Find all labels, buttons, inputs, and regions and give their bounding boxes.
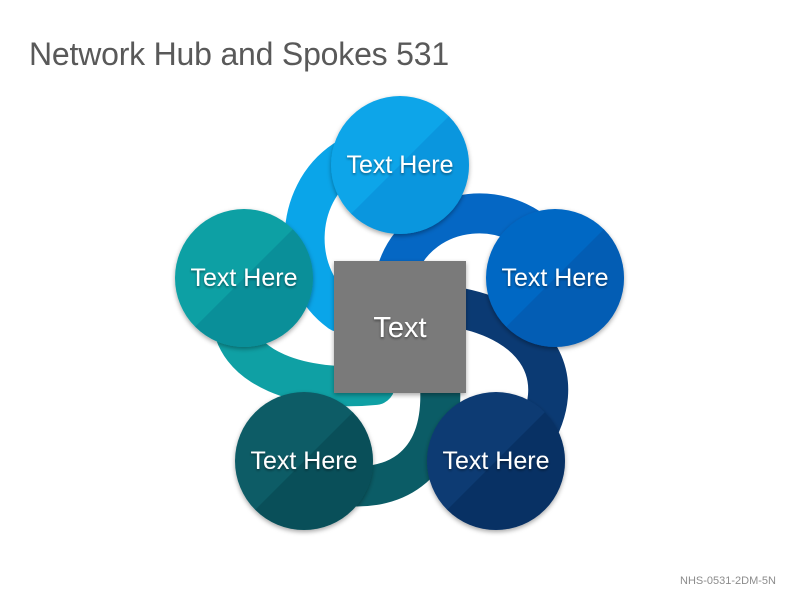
node-label-left: Text Here: [191, 264, 298, 292]
node-label-bottom-right: Text Here: [443, 447, 550, 475]
hub-box: [334, 261, 466, 393]
node-label-top: Text Here: [347, 151, 454, 179]
hub[interactable]: Text: [334, 261, 466, 393]
node-bottom-left[interactable]: Text Here: [235, 392, 374, 531]
node-left[interactable]: Text Here: [175, 209, 314, 348]
node-right[interactable]: Text Here: [486, 209, 625, 348]
node-top[interactable]: Text Here: [331, 96, 470, 235]
product-code: NHS-0531-2DM-5N: [680, 575, 776, 587]
hub-label: Text: [373, 312, 426, 344]
node-label-bottom-left: Text Here: [251, 447, 358, 475]
page-title: Network Hub and Spokes 531: [29, 36, 449, 72]
node-bottom-right[interactable]: Text Here: [427, 392, 566, 531]
connector-arm-top: [284, 140, 365, 332]
node-label-right: Text Here: [502, 264, 609, 292]
